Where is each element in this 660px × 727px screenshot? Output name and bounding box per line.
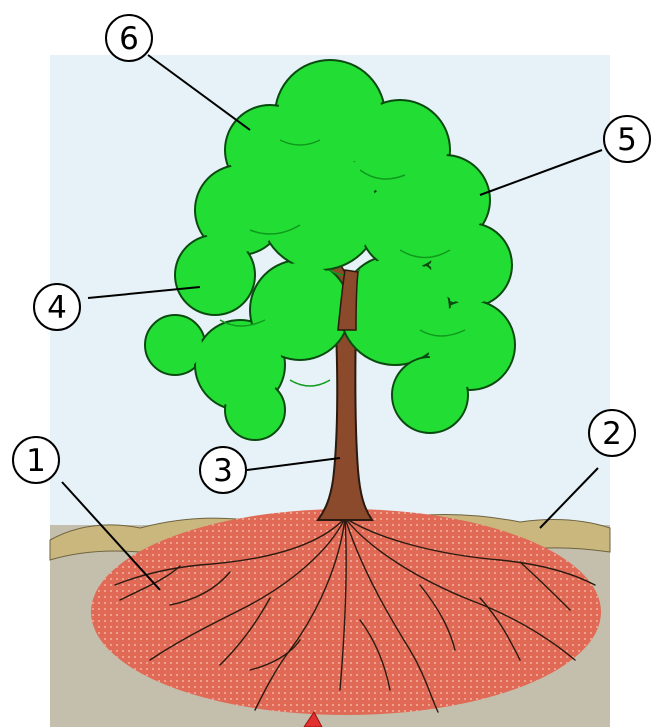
callout-5-number: 5 xyxy=(617,122,637,158)
callout-4-number: 4 xyxy=(47,290,67,326)
callout-6-number: 6 xyxy=(119,21,139,57)
callout-1-number: 1 xyxy=(26,443,46,479)
callout-2-number: 2 xyxy=(602,416,622,452)
callout-3-number: 3 xyxy=(213,453,233,489)
